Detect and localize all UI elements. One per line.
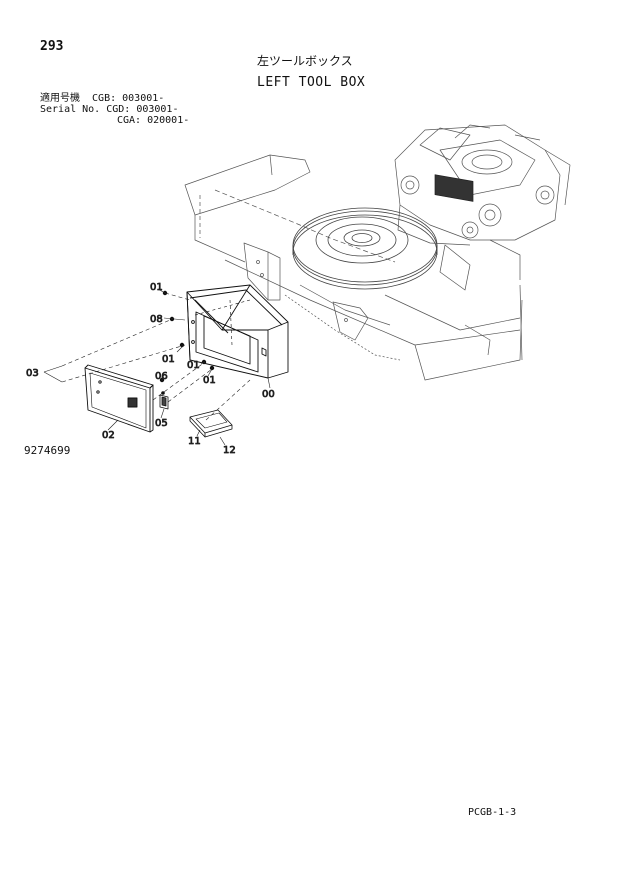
callout-12: 12 bbox=[223, 445, 236, 456]
callout-08: 08 bbox=[150, 314, 163, 325]
page-title-japanese: 左ツールボックス bbox=[257, 54, 353, 68]
latch-part-drawing bbox=[159, 394, 169, 410]
tool-box-drawing bbox=[186, 284, 289, 379]
callout-01: 01 bbox=[187, 360, 200, 371]
callout-06: 06 bbox=[155, 371, 168, 382]
callout-01: 01 bbox=[162, 354, 175, 365]
tool-box-cover-drawing bbox=[84, 364, 154, 433]
callout-05: 05 bbox=[155, 418, 168, 429]
upper-frame-drawing bbox=[184, 154, 523, 381]
footer-code: PCGB-1-3 bbox=[468, 807, 517, 818]
serial-cga-line: CGA: 020001- bbox=[117, 115, 190, 126]
callout-03: 03 bbox=[26, 368, 39, 379]
machine-overview-drawing bbox=[394, 124, 571, 246]
callout-01: 01 bbox=[150, 282, 163, 293]
swing-bearing-drawing bbox=[292, 207, 438, 290]
callout-00: 00 bbox=[262, 389, 275, 400]
leader-lines bbox=[43, 288, 271, 446]
callout-02: 02 bbox=[102, 430, 115, 441]
serial-applicability-line: 適用号機 CGB: 003001- bbox=[40, 93, 165, 104]
page-title-english: LEFT TOOL BOX bbox=[257, 75, 366, 90]
callout-01: 01 bbox=[203, 375, 216, 386]
serial-number-line: Serial No. CGD: 003001- bbox=[40, 104, 179, 115]
figure-number: 9274699 bbox=[24, 444, 71, 457]
rubber-pad-drawing bbox=[189, 409, 233, 438]
callout-11: 11 bbox=[188, 436, 201, 447]
page-number: 293 bbox=[40, 39, 64, 54]
